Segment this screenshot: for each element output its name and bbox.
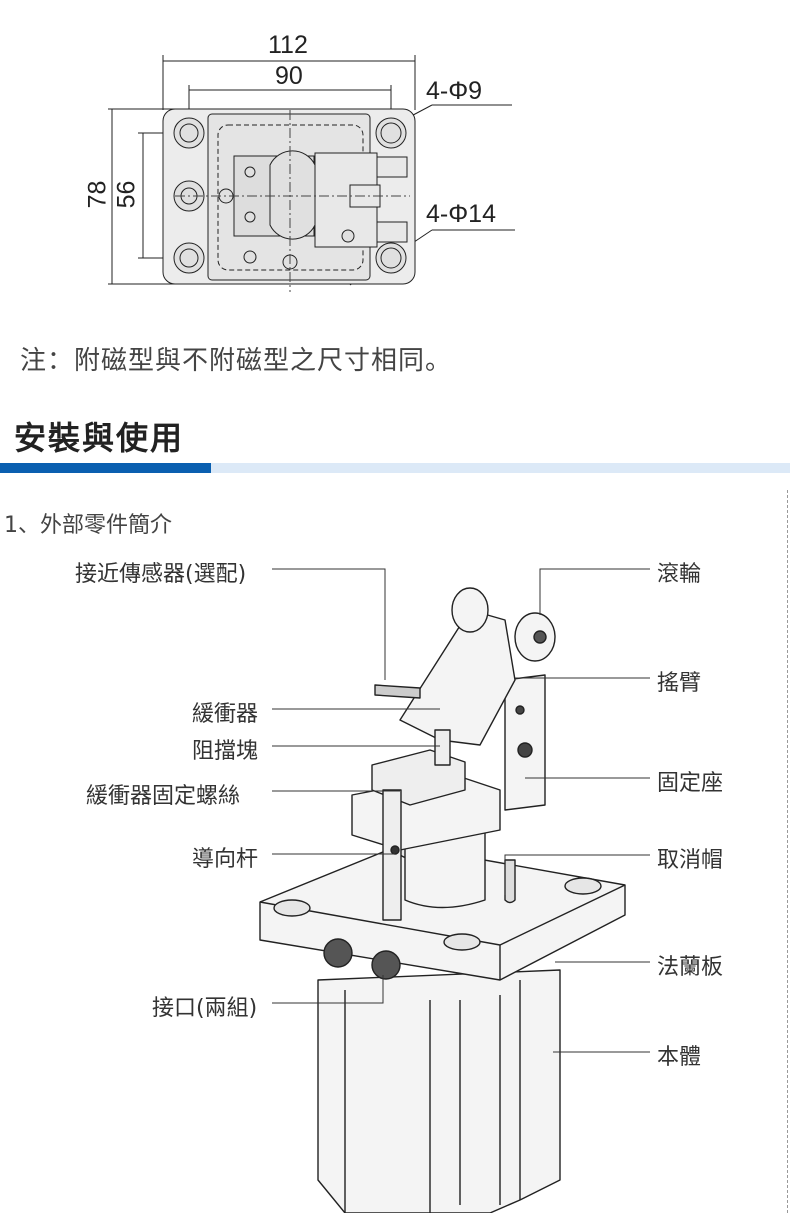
dim-overall-height: 78 [83, 180, 112, 209]
part-label-stop-block: 阻擋塊 [192, 739, 259, 764]
part-label-fixed-seat: 固定座 [657, 771, 724, 796]
part-label-proximity-sensor: 接近傳感器(選配) [75, 562, 247, 587]
part-label-flange-plate: 法蘭板 [657, 955, 724, 980]
part-label-cancel-cap: 取消帽 [657, 848, 724, 873]
section-divider [211, 463, 790, 473]
dim-hole-small: 4-Φ9 [426, 77, 483, 105]
part-label-shock-absorber: 緩衝器 [192, 702, 259, 727]
dim-overall-width: 112 [268, 31, 308, 59]
section-accent-bar [0, 463, 211, 473]
part-label-absorber-screw: 緩衝器固定螺絲 [86, 784, 241, 809]
dim-hole-large: 4-Φ14 [426, 200, 496, 228]
part-label-ports: 接口(兩組) [152, 996, 258, 1021]
part-label-guide-rod: 導向杆 [192, 847, 259, 872]
dim-hole-pitch-x: 90 [275, 62, 303, 90]
dimension-note: 注：附磁型與不附磁型之尺寸相同。 [20, 346, 453, 376]
part-label-rocker-arm: 搖臂 [657, 671, 702, 696]
part-label-roller: 滾輪 [657, 562, 702, 587]
top-view-drawing [108, 55, 515, 292]
page-edge-dashed-line [787, 490, 788, 1213]
part-label-body: 本體 [657, 1045, 702, 1070]
clamp-cylinder-illustration [259, 568, 650, 1213]
section-title: 安裝與使用 [14, 419, 185, 457]
subsection-title: 1、外部零件簡介 [4, 513, 172, 538]
dim-hole-pitch-y: 56 [112, 180, 141, 209]
